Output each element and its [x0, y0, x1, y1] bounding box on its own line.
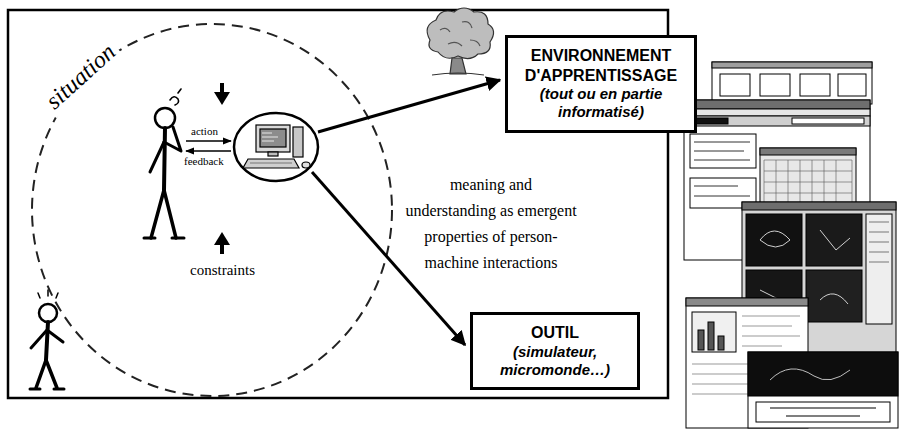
box-subtitle: (tout ou en partie informatisé) — [516, 85, 686, 122]
computer-icon — [293, 127, 303, 157]
tree-picture — [432, 73, 484, 75]
feedback-arrow — [186, 150, 231, 152]
action-arrow — [186, 140, 231, 142]
constraint-arrow-up — [214, 232, 230, 245]
computer-icon — [268, 152, 278, 156]
constraint-arrow-down — [214, 92, 230, 105]
environment-box: ENVIRONNEMENT D'APPRENTISSAGE(tout ou en… — [505, 35, 697, 133]
screenshots-stack — [684, 116, 870, 126]
tool-box: OUTIL(simulateur, micromonde…) — [470, 312, 640, 390]
screenshots-stack — [694, 142, 750, 160]
box-heading: OUTIL — [481, 323, 629, 343]
screenshots-stack — [806, 214, 862, 266]
computer-ellipse — [234, 113, 318, 181]
standing-person — [46, 322, 48, 360]
screenshots-stack — [760, 74, 790, 96]
computer-icon — [302, 162, 310, 168]
thinking-person — [150, 142, 164, 172]
constraint-arrow-down — [220, 83, 224, 92]
tree-picture — [427, 8, 493, 59]
box-subtitle: (simulateur, micromonde…) — [481, 343, 629, 380]
tree-picture — [427, 8, 493, 75]
screenshots-stack — [708, 322, 714, 350]
screenshots-stack — [760, 148, 856, 155]
screenshots-stack — [690, 134, 756, 168]
thinking-person — [144, 89, 184, 238]
arrow-label: action — [191, 125, 218, 138]
screenshots-stack — [712, 62, 872, 68]
leader-arrow — [318, 80, 500, 132]
screenshots-stack — [686, 298, 808, 306]
situation-label: situation — [38, 36, 125, 118]
screenshots-stack — [684, 62, 898, 428]
standing-person — [36, 360, 57, 388]
constraint-arrow-up — [214, 232, 230, 254]
computer-icon — [260, 129, 286, 147]
standing-person — [30, 388, 64, 391]
screenshots-stack — [770, 369, 850, 380]
constraints-label: constraints — [190, 262, 255, 279]
screenshots-stack — [806, 270, 862, 322]
tree-picture — [440, 22, 480, 46]
screenshots-stack — [760, 230, 850, 304]
constraint-arrow-down — [214, 83, 230, 105]
screenshots-stack — [838, 74, 866, 96]
screenshots-stack — [684, 109, 870, 116]
situation-circle — [32, 24, 392, 396]
screenshots-stack — [792, 118, 864, 124]
computer-icon — [256, 125, 290, 152]
box-heading: ENVIRONNEMENT D'APPRENTISSAGE — [516, 46, 686, 85]
computer-icon — [250, 162, 292, 163]
thinking-person — [164, 190, 176, 238]
constraint-arrow-up — [220, 245, 224, 254]
tree-picture — [450, 58, 466, 74]
screenshots-stack — [684, 100, 870, 109]
screenshots-stack — [756, 402, 890, 422]
standing-person — [31, 330, 63, 348]
thinking-person — [144, 237, 184, 240]
screenshots-stack — [720, 74, 750, 96]
arrow-label: feedback — [184, 155, 224, 168]
meaning-note: meaning and understanding as emergent pr… — [405, 172, 577, 276]
thinking-person — [178, 89, 181, 93]
screenshots-stack — [742, 202, 896, 210]
thinking-person — [164, 128, 165, 190]
screenshots-stack — [748, 352, 898, 428]
standing-person — [39, 304, 57, 322]
screenshots-stack — [698, 330, 704, 350]
screenshots-stack — [866, 214, 892, 324]
screenshots-stack — [869, 222, 889, 262]
screenshots-stack — [770, 408, 876, 416]
computer-icon — [243, 125, 310, 168]
screenshots-stack — [718, 336, 724, 350]
thinking-person — [164, 127, 181, 151]
screenshots-stack — [746, 214, 802, 266]
screenshots-stack — [712, 62, 872, 104]
thinking-person — [155, 108, 175, 128]
screenshots-stack — [764, 160, 852, 204]
screenshots-stack — [694, 186, 750, 196]
thinking-person — [151, 190, 164, 238]
screenshots-stack — [760, 148, 856, 210]
screenshots-stack — [692, 312, 736, 352]
thinking-person — [170, 97, 179, 105]
computer-icon — [262, 133, 278, 141]
standing-person — [30, 290, 64, 389]
screenshots-stack — [748, 352, 898, 396]
computer-icon — [243, 159, 299, 168]
screenshots-stack — [800, 74, 830, 96]
standing-person — [38, 290, 58, 298]
